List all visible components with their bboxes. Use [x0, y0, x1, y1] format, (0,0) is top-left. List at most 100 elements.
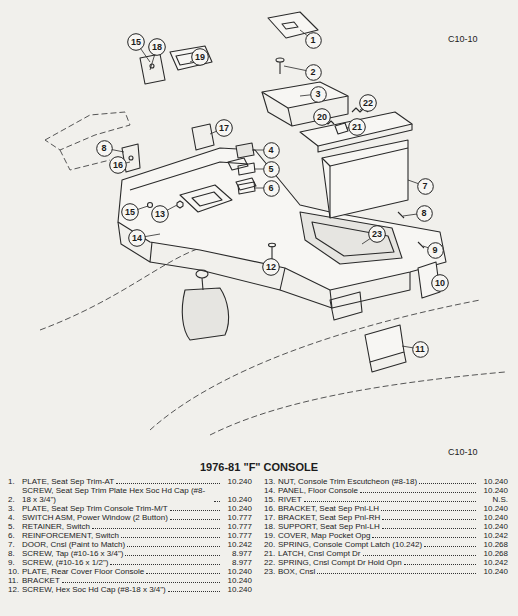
page-reference: 10.240: [222, 567, 252, 576]
callout-circle: 19: [191, 48, 209, 66]
callout-circle-outline: [149, 39, 166, 56]
parts-list-row: 2.SCREW, Seat Sep Trim Plate Hex Soc Hd …: [8, 486, 252, 504]
trim-plate: [282, 22, 298, 29]
floor-console-panel: [280, 290, 332, 308]
callout-number: 12: [266, 262, 276, 272]
parts-list-row: 13.NUT, Console Trim Escutcheon (#8-18)1…: [264, 477, 508, 486]
part-description: RETAINER, Switch: [22, 522, 90, 531]
page-reference: 8.977: [222, 549, 252, 558]
shifter-boot: [202, 278, 203, 290]
callout-number: 13: [155, 209, 165, 219]
dot-leader: [170, 519, 220, 520]
callout-circle: 15: [127, 33, 145, 51]
page-reference: 10.777: [222, 522, 252, 531]
map-pocket-cover: [170, 46, 212, 70]
parts-list-row: 6.REINFORCEMENT, Switch10.777: [8, 531, 252, 540]
parts-list-row: 22.SPRING, Cnsl Compt Dr Hold Opn10.242: [264, 558, 508, 567]
parts-list-row: 1.PLATE, Seat Sep Trim-AT10.240: [8, 477, 252, 486]
shifter-boot: [196, 270, 208, 278]
shifter-opening: [180, 185, 232, 212]
page-code: C10-10: [448, 34, 478, 44]
shifter-opening: [180, 185, 232, 212]
callout-circle-outline: [417, 178, 433, 194]
parts-list-row: 5.RETAINER, Switch10.777: [8, 522, 252, 531]
dot-leader: [404, 564, 476, 565]
item-number: 13.: [264, 477, 278, 486]
switch-parts: [238, 163, 255, 175]
seat-sep-brackets: [192, 124, 214, 150]
callout-circle-outline: [416, 205, 432, 221]
seat-sep-brackets: [129, 156, 133, 160]
dot-leader: [168, 591, 220, 592]
callout-circle-outline: [369, 226, 386, 243]
callout-number: 17: [219, 123, 229, 133]
map-pocket-bin: [262, 82, 348, 126]
map-pocket-bin: [288, 108, 292, 126]
dot-leader: [121, 537, 220, 538]
callout-number: 3: [315, 89, 320, 99]
bracket: [370, 352, 406, 372]
dot-leader: [382, 519, 476, 520]
callout-number: 8: [101, 143, 106, 153]
page-reference: 10.240: [478, 477, 508, 486]
dot-leader: [146, 573, 220, 574]
item-number: 23.: [264, 567, 278, 576]
rivet-and-nut: [148, 203, 153, 208]
floor-ghost: [210, 372, 505, 435]
callout-number: 8: [421, 208, 426, 218]
dot-leader: [170, 510, 220, 511]
parts-list-row: 21.LATCH, Cnsl Compt Dr10.268: [264, 549, 508, 558]
callout-number: 15: [125, 207, 135, 217]
callout-circle-outline: [192, 49, 209, 66]
item-number: 20.: [264, 540, 278, 549]
dot-leader: [214, 501, 220, 502]
callout-number: 15: [131, 37, 141, 47]
callout-circle-outline: [305, 64, 321, 80]
part-description: SWITCH ASM, Power Window (2 Button): [22, 513, 168, 522]
part-description: SCREW, Hex Soc Hd Cap (#8-18 x 3/4"): [22, 585, 166, 594]
parts-list-column: 1.PLATE, Seat Sep Trim-AT10.2402.SCREW, …: [8, 477, 252, 594]
dot-leader: [317, 573, 476, 574]
item-number: 12.: [8, 585, 22, 594]
parts-list-row: 14.PANEL, Floor Console10.240: [264, 486, 508, 495]
callout-circle-outline: [349, 119, 366, 136]
callout-circle: 8: [416, 205, 433, 222]
console-door: [300, 112, 412, 218]
callout-circle-outline: [96, 140, 112, 156]
callout-number: 5: [268, 164, 273, 174]
page-reference: 10.240: [478, 567, 508, 576]
callout-circle: 6: [263, 180, 280, 197]
floor-console-panel: [332, 272, 410, 308]
shifter-boot: [182, 288, 228, 340]
part-description: SPRING, Console Compt Latch (10.242): [278, 540, 422, 549]
callout-circle: 14: [128, 229, 146, 247]
callout-circle: 7: [417, 178, 434, 195]
page-reference: 10.242: [478, 558, 508, 567]
callout-circle: 15: [121, 203, 139, 221]
page-reference: 10.242: [222, 540, 252, 549]
callout-circle-outline: [360, 95, 377, 112]
parts-list-row: 16.BRACKET, Seat Sep Pnl-LH10.240: [264, 504, 508, 513]
item-number: 18.: [264, 522, 278, 531]
callout-number: 10: [435, 278, 445, 288]
parts-list-row: 20.SPRING, Console Compt Latch (10.242) 1…: [264, 540, 508, 549]
page-reference: 8.977: [222, 558, 252, 567]
callout-number: 1: [310, 35, 315, 45]
latch-and-springs: [335, 123, 348, 134]
callout-circle-outline: [110, 157, 127, 174]
part-description: SCREW, Tap (#10-16 x 3/4"): [22, 549, 123, 558]
page-reference: 10.240: [478, 486, 508, 495]
rivet-and-nut: [177, 201, 183, 208]
callout-number: 11: [415, 344, 425, 354]
part-description: BRACKET, Seat Sep Pnl-RH: [278, 513, 380, 522]
callout-circle: 21: [348, 118, 366, 136]
callout-circle: 4: [263, 142, 280, 159]
callout-number: 16: [113, 160, 123, 170]
page-reference: 10.268: [478, 549, 508, 558]
callout-circle-outline: [310, 86, 326, 102]
page-reference: 10.268: [478, 540, 508, 549]
dot-leader: [419, 483, 476, 484]
dot-leader: [127, 546, 220, 547]
item-number: 4.: [8, 513, 22, 522]
item-number: 1.: [8, 477, 22, 486]
